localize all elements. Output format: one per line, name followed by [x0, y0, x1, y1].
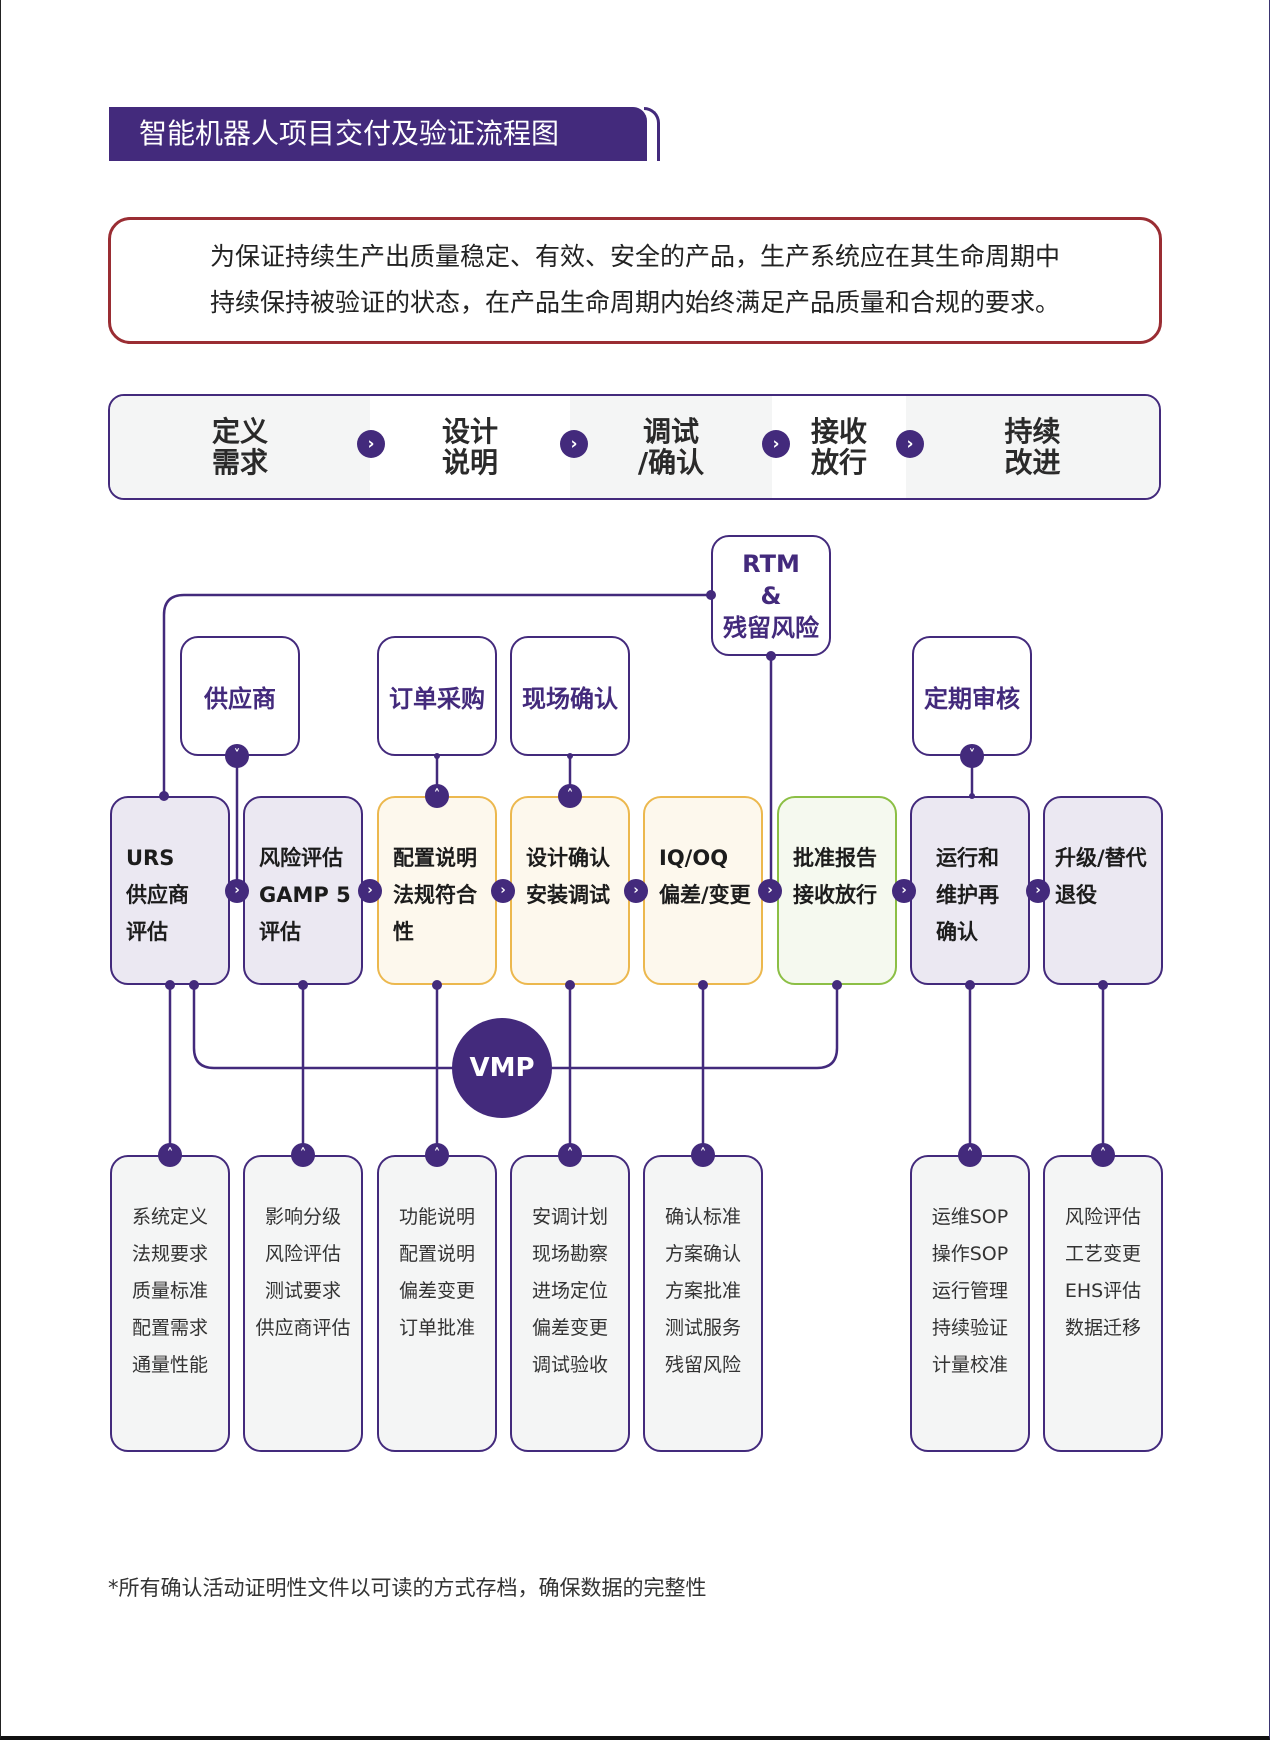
chevron-up-icon: ˄ — [425, 784, 449, 808]
phase-define-requirements: 定义需求 — [110, 396, 370, 498]
phase-bar: 定义需求 设计说明 调试/确认 接收放行 持续改进 — [108, 394, 1161, 500]
intro-line-1: 为保证持续生产出质量稳定、有效、安全的产品，生产系统应在其生命周期中 — [209, 242, 1060, 271]
chevron-up-icon: ˄ — [158, 1143, 182, 1167]
detail-box-iqoq: 确认标准方案确认方案批准测试服务残留风险 — [643, 1155, 763, 1452]
chevron-right-icon: › — [225, 879, 249, 903]
chevron-up-icon: ˄ — [958, 1143, 982, 1167]
step-approval-release: 批准报告接收放行 — [777, 796, 897, 985]
phase-design-spec: 设计说明 — [370, 396, 570, 498]
chevron-down-icon: ˅ — [225, 744, 249, 768]
page-title: 智能机器人项目交付及验证流程图 — [109, 107, 647, 161]
step-config-spec: 配置说明法规符合性 — [377, 796, 497, 985]
chevron-right-icon: › — [762, 430, 790, 458]
detail-box-config: 功能说明配置说明偏差变更订单批准 — [377, 1155, 497, 1452]
phase-continuous-improvement: 持续改进 — [906, 396, 1159, 498]
vmp-hub: VMP — [452, 1018, 552, 1118]
chevron-right-icon: › — [1026, 879, 1050, 903]
step-design-qualification: 设计确认安装调试 — [510, 796, 630, 985]
chevron-up-icon: ˄ — [558, 1143, 582, 1167]
chevron-right-icon: › — [624, 879, 648, 903]
order-procurement-box: 订单采购 — [377, 636, 497, 756]
detail-box-risk: 影响分级风险评估测试要求供应商评估 — [243, 1155, 363, 1452]
chevron-right-icon: › — [357, 430, 385, 458]
chevron-down-icon: ˅ — [960, 744, 984, 768]
chevron-up-icon: ˄ — [558, 784, 582, 808]
chevron-right-icon: › — [896, 430, 924, 458]
detail-box-urs: 系统定义法规要求质量标准配置需求通量性能 — [110, 1155, 230, 1452]
periodic-review-box: 定期审核 — [912, 636, 1032, 756]
detail-box-design: 安调计划现场勘察进场定位偏差变更调试验收 — [510, 1155, 630, 1452]
footnote: *所有确认活动证明性文件以可读的方式存档，确保数据的完整性 — [108, 1576, 707, 1600]
chevron-right-icon: › — [892, 879, 916, 903]
title-decoration — [644, 107, 660, 161]
rtm-residual-risk-box: RTM&残留风险 — [711, 535, 831, 656]
chevron-up-icon: ˄ — [1091, 1143, 1115, 1167]
phase-acceptance-release: 接收放行 — [772, 396, 906, 498]
chevron-right-icon: › — [560, 430, 588, 458]
intro-line-2: 持续保持被验证的状态，在产品生命周期内始终满足产品质量和合规的要求。 — [209, 288, 1060, 317]
chevron-up-icon: ˄ — [425, 1143, 449, 1167]
supplier-box: 供应商 — [180, 636, 300, 756]
chevron-right-icon: › — [758, 879, 782, 903]
site-confirmation-box: 现场确认 — [510, 636, 630, 756]
phase-commission-qualify: 调试/确认 — [570, 396, 772, 498]
chevron-right-icon: › — [491, 879, 515, 903]
chevron-up-icon: ˄ — [691, 1143, 715, 1167]
chevron-right-icon: › — [358, 879, 382, 903]
step-upgrade-retire: 升级/替代退役 — [1043, 796, 1163, 985]
chevron-up-icon: ˄ — [291, 1143, 315, 1167]
intro-statement: 为保证持续生产出质量稳定、有效、安全的产品，生产系统应在其生命周期中 持续保持被… — [108, 217, 1162, 344]
step-operation-requalify: 运行和维护再确认 — [910, 796, 1030, 985]
